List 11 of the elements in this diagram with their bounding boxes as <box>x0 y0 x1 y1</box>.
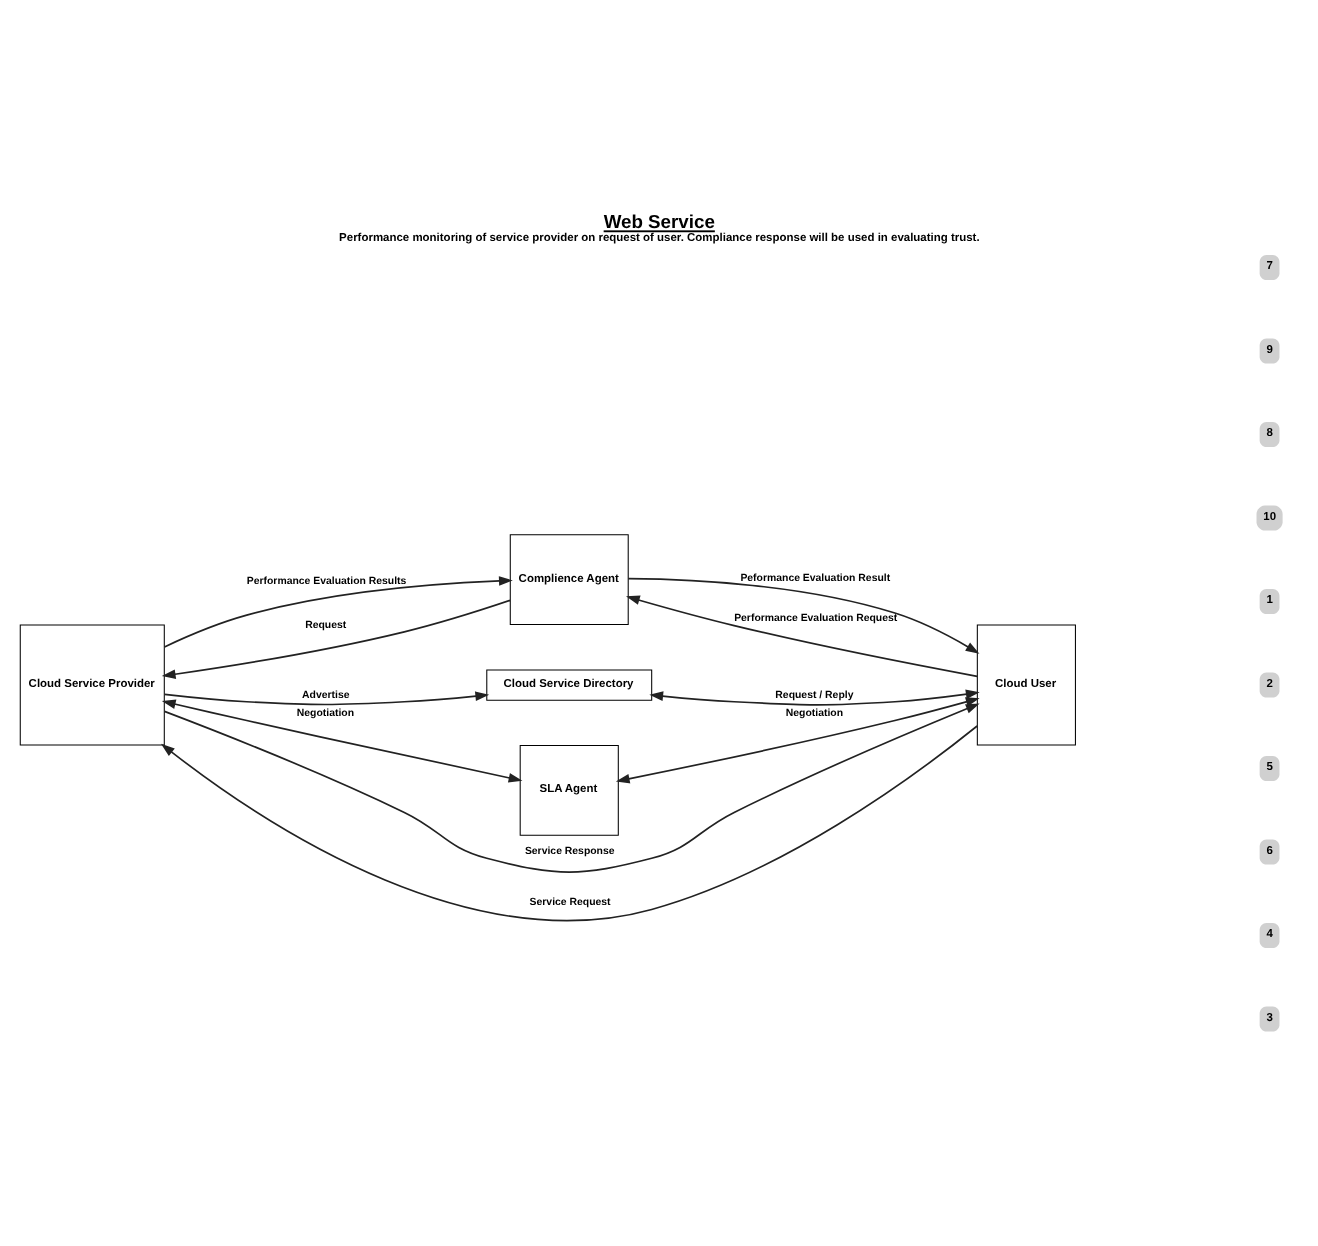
arrow <box>160 724 978 921</box>
arrow <box>615 696 980 783</box>
arrow <box>161 698 523 782</box>
arrow <box>163 702 980 872</box>
arrow <box>627 576 980 653</box>
arrow <box>649 688 980 705</box>
arrow <box>163 690 490 705</box>
arrow <box>625 594 978 677</box>
arrow <box>161 598 511 678</box>
arrow <box>163 575 513 647</box>
diagram-title: Web Service <box>603 209 715 232</box>
